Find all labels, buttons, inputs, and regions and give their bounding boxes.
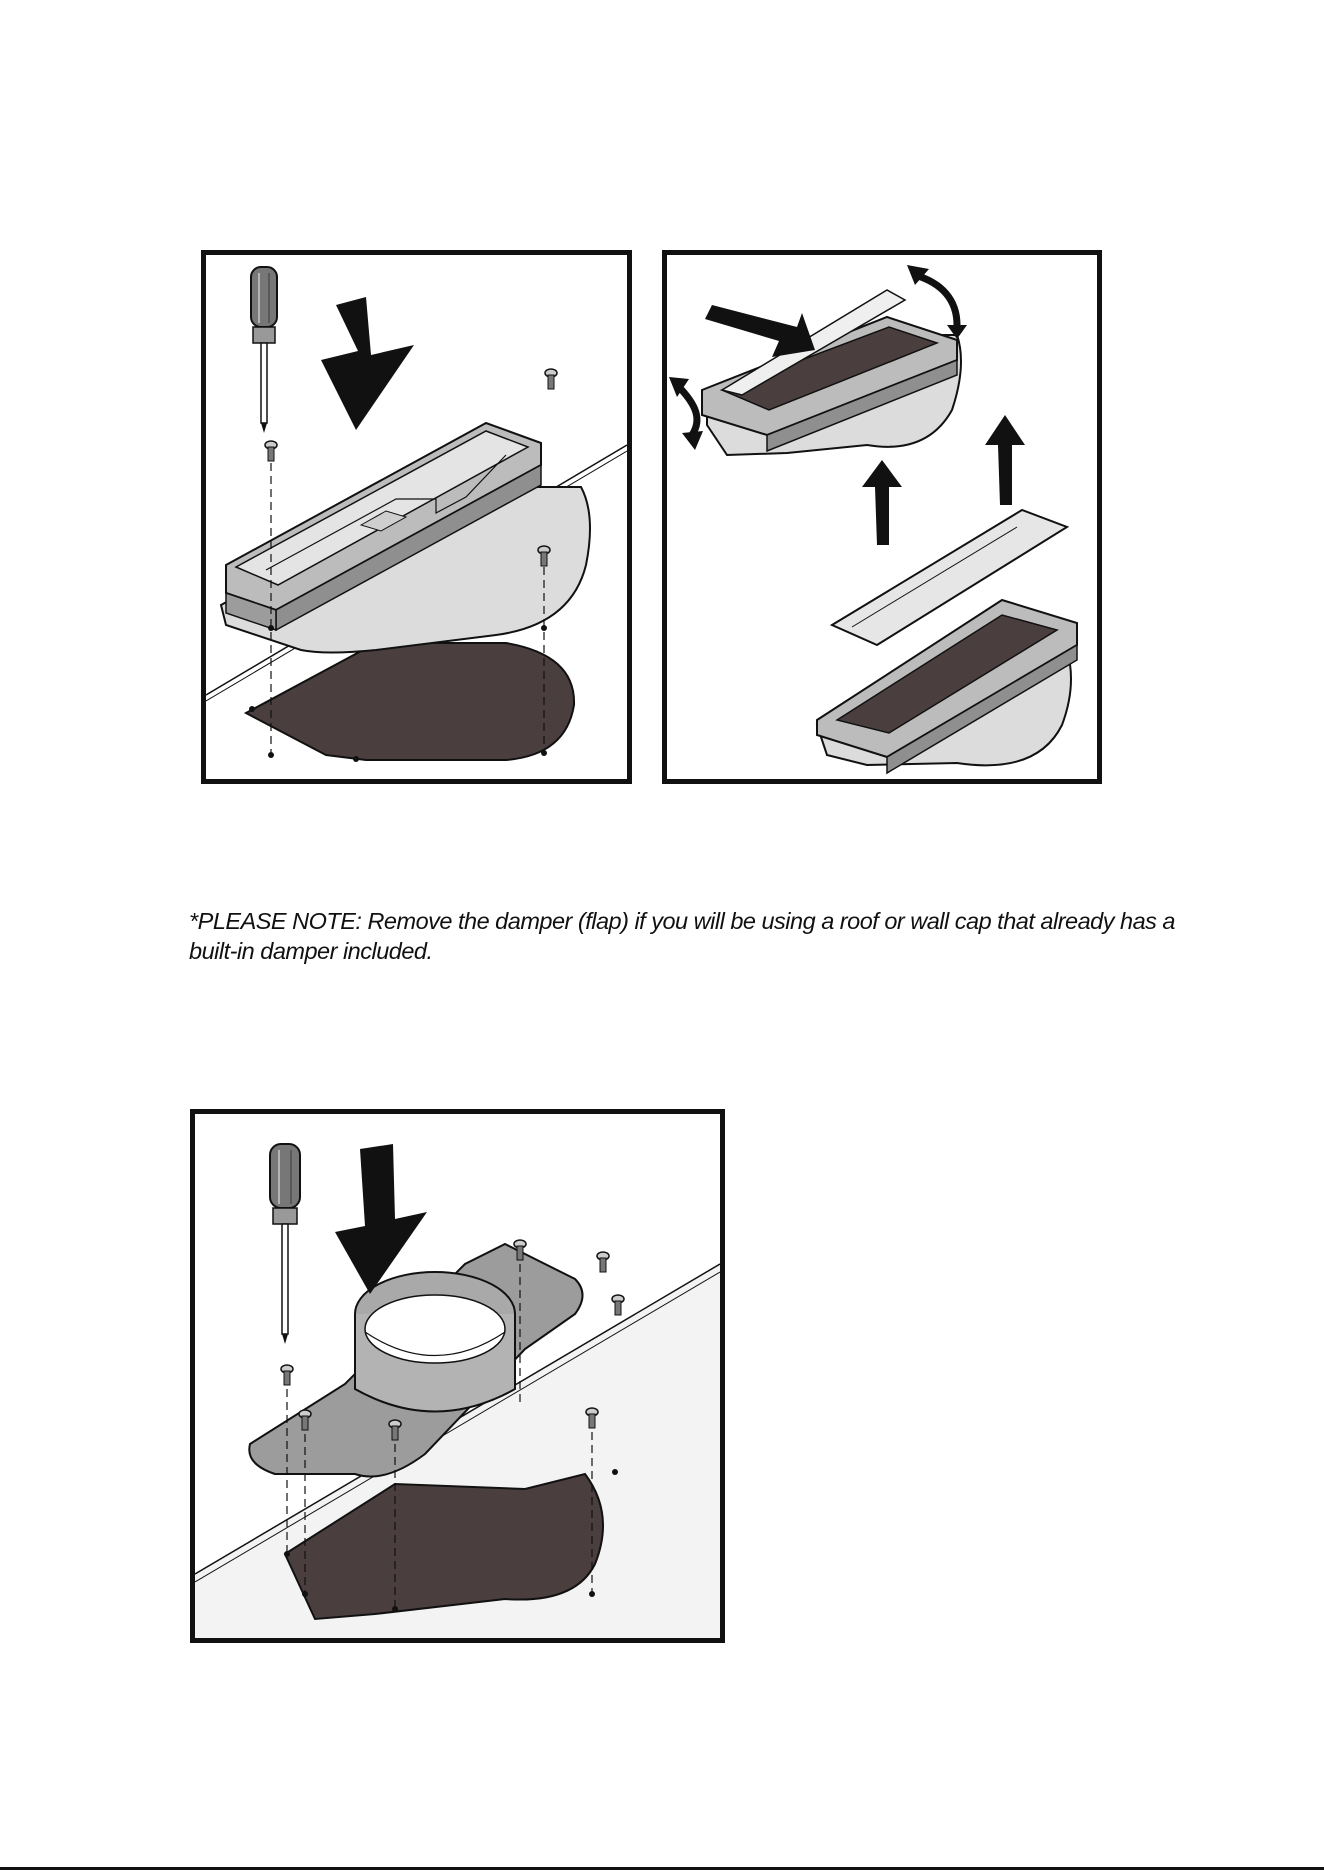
illustration-install-round-collar <box>190 1109 725 1643</box>
screw-icon <box>612 1295 624 1315</box>
screw-icon <box>597 1252 609 1272</box>
lift-arrow-icon <box>862 460 902 545</box>
illustration-remove-damper <box>662 250 1102 784</box>
rotate-arrow-icon <box>915 275 957 325</box>
push-arrow-icon <box>705 305 815 357</box>
down-arrow-icon <box>335 1144 427 1294</box>
damper-removal-drawing <box>667 255 1097 779</box>
illustration-install-duct-adapter <box>201 250 632 784</box>
round-collar-drawing <box>195 1114 720 1638</box>
lift-arrow-icon <box>985 415 1025 505</box>
screw-icon <box>545 369 557 389</box>
duct-adapter-drawing <box>206 255 627 779</box>
screw-icon <box>265 441 277 461</box>
screwdriver-icon <box>270 1144 300 1344</box>
screw-icon <box>281 1365 293 1385</box>
footer-rule <box>0 1867 1324 1870</box>
down-arrow-icon <box>321 297 414 430</box>
ceiling-cutout <box>246 643 574 760</box>
screwdriver-icon <box>251 267 277 433</box>
damper-note: *PLEASE NOTE: Remove the damper (flap) i… <box>189 906 1179 966</box>
